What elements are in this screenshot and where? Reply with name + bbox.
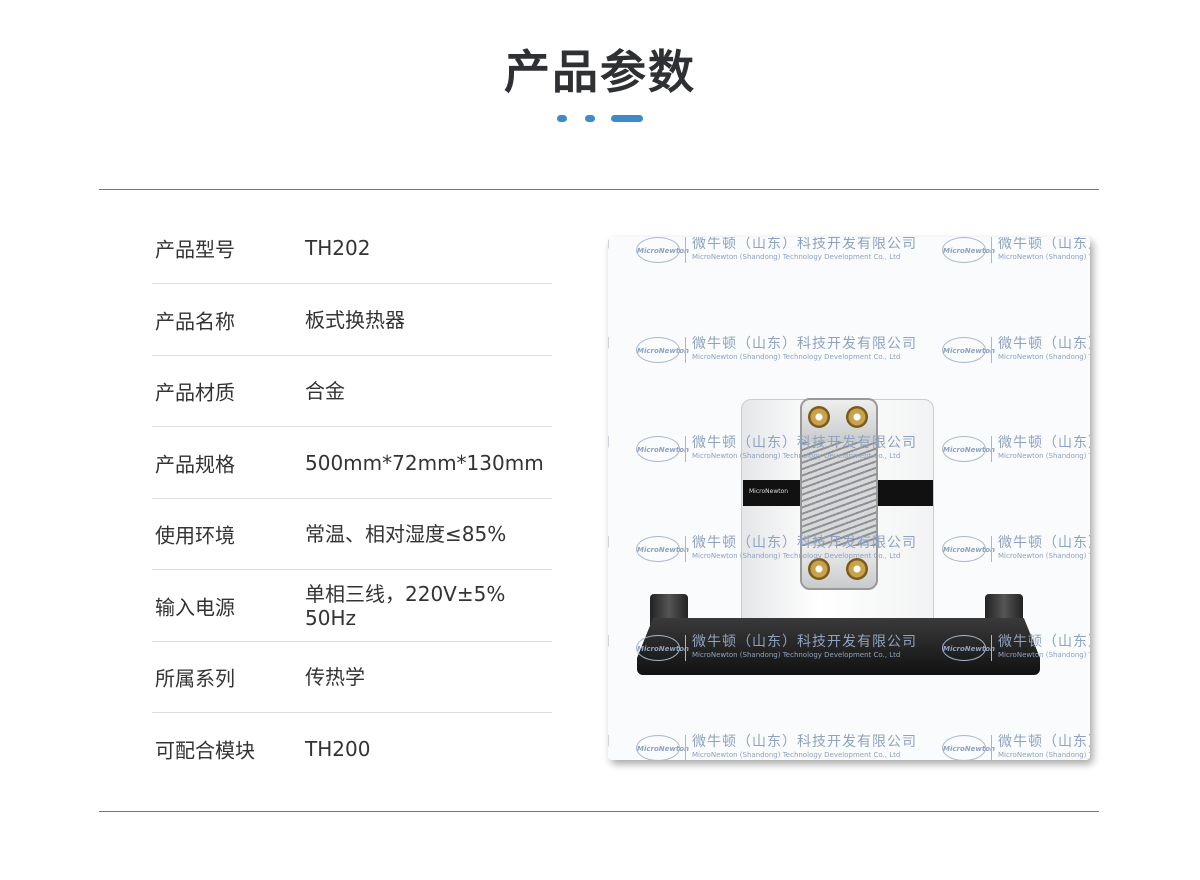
- watermark-cn: 微牛顿（山东）科技开发有限公司: [608, 333, 611, 353]
- spec-label: 可配合模块: [155, 738, 255, 763]
- watermark-logo: MicroNewton: [942, 336, 995, 363]
- spec-row: 产品型号 TH202: [152, 213, 552, 284]
- port-icon: [846, 558, 868, 580]
- watermark-logo: MicroNewton: [636, 535, 689, 562]
- watermark-en: MicroNewton (Shandong) Technology Develo…: [998, 750, 1090, 759]
- watermark-logo: MicroNewton: [636, 436, 689, 462]
- watermark-logo: MicroNewton: [942, 535, 995, 562]
- spec-label: 产品规格: [155, 452, 235, 476]
- watermark-en: MicroNewton (Shandong) Technology Develo…: [998, 352, 1090, 361]
- spec-row: 产品规格 500mm*72mm*130mm: [152, 428, 552, 499]
- watermark-cn: 微牛顿（山东）科技开发有限公司: [998, 237, 1090, 252]
- spec-label: 产品材质: [155, 380, 235, 405]
- watermark-cn: 微牛顿（山东）科技开发有限公司: [998, 733, 1090, 750]
- watermark-logo: MicroNewton: [942, 734, 995, 760]
- watermark-en: MicroNewton (Shandong) Technology Develo…: [998, 651, 1090, 659]
- watermark-logo: MicroNewton: [942, 436, 995, 462]
- spec-value: 500mm*72mm*130mm: [305, 450, 544, 475]
- spec-value: 常温、相对湿度≤85%: [305, 522, 507, 546]
- title-bar: [611, 115, 643, 122]
- watermark-cn: 微牛顿（山东）科技开发有限公司: [692, 634, 917, 650]
- spec-value: 板式换热器: [305, 307, 405, 332]
- watermark-cn: 微牛顿（山东）科技开发有限公司: [692, 534, 917, 551]
- watermark-en: MicroNewton (Shandong) Technology Develo…: [998, 253, 1090, 261]
- watermark-logo: MicroNewton: [942, 237, 995, 263]
- watermark-cn: 微牛顿（山东）科技开发有限公司: [692, 335, 917, 352]
- watermark-logo: MicroNewton: [636, 336, 689, 363]
- watermark-en: MicroNewton (Shandong) Technology Develo…: [692, 750, 901, 759]
- port-icon: [808, 558, 830, 580]
- watermark-logo: MicroNewton: [942, 635, 995, 661]
- spec-label: 使用环境: [155, 523, 235, 548]
- watermark-cn: 微牛顿（山东）科技开发有限公司: [608, 237, 611, 253]
- watermark-en: MicroNewton (Shandong) Technology Develo…: [692, 452, 901, 460]
- watermark-en: MicroNewton (Shandong) Technology Develo…: [692, 352, 901, 361]
- port-icon: [846, 406, 868, 428]
- spec-value: TH202: [305, 236, 371, 260]
- title-dot: [557, 115, 567, 122]
- spec-value: 单相三线，220V±5% 50Hz: [305, 581, 506, 630]
- page-title: 产品参数: [504, 45, 696, 99]
- bottom-divider: [99, 811, 1099, 812]
- watermark-en: MicroNewton (Shandong) Technology Develo…: [692, 651, 901, 659]
- spec-row: 可配合模块 TH200: [152, 714, 552, 785]
- port-icon: [808, 406, 830, 428]
- watermark-cn: 微牛顿（山东）科技开发有限公司: [608, 731, 611, 751]
- watermark-cn: 微牛顿（山东）科技开发有限公司: [998, 435, 1090, 451]
- watermark-logo: MicroNewton: [636, 237, 689, 263]
- watermark-cn: 微牛顿（山东）科技开发有限公司: [998, 335, 1090, 352]
- spec-row: 使用环境 常温、相对湿度≤85%: [152, 499, 552, 570]
- top-divider: [99, 189, 1099, 190]
- watermark-cn: 微牛顿（山东）科技开发有限公司: [608, 631, 611, 651]
- spec-value: TH200: [305, 737, 371, 761]
- spec-row: 产品名称 板式换热器: [152, 285, 552, 356]
- watermark-cn: 微牛顿（山东）科技开发有限公司: [998, 534, 1090, 551]
- watermark-en: MicroNewton (Shandong) Technology Develo…: [998, 551, 1090, 560]
- spec-row: 所属系列 传热学: [152, 642, 552, 713]
- watermark-en: MicroNewton (Shandong) Technology Develo…: [692, 551, 901, 560]
- spec-label: 产品型号: [155, 237, 235, 262]
- watermark-cn: 微牛顿（山东）科技开发有限公司: [608, 532, 611, 552]
- watermark-en: MicroNewton (Shandong) Technology Develo…: [998, 452, 1090, 460]
- spec-row: 产品材质 合金: [152, 356, 552, 427]
- watermark-cn: 微牛顿（山东）科技开发有限公司: [692, 733, 917, 750]
- watermark-en: MicroNewton (Shandong) Technology Develo…: [692, 253, 901, 261]
- watermark-cn: 微牛顿（山东）科技开发有限公司: [998, 634, 1090, 650]
- spec-value: 传热学: [305, 665, 365, 689]
- watermark-logo: MicroNewton: [636, 635, 689, 661]
- watermark-logo: MicroNewton: [636, 734, 689, 760]
- spec-label: 产品名称: [155, 309, 235, 333]
- spec-label: 所属系列: [155, 666, 235, 691]
- watermark-cn: 微牛顿（山东）科技开发有限公司: [608, 432, 611, 452]
- spec-value: 合金: [305, 379, 345, 403]
- spec-label: 输入电源: [155, 595, 235, 619]
- title-dot: [585, 115, 595, 122]
- watermark-cn: 微牛顿（山东）科技开发有限公司: [692, 237, 917, 252]
- brand-band-logo: MicroNewton: [749, 488, 789, 495]
- heat-exchanger-plate: [800, 398, 878, 590]
- watermark-cn: 微牛顿（山东）科技开发有限公司: [692, 435, 917, 451]
- spec-row: 输入电源 单相三线，220V±5% 50Hz: [152, 571, 552, 642]
